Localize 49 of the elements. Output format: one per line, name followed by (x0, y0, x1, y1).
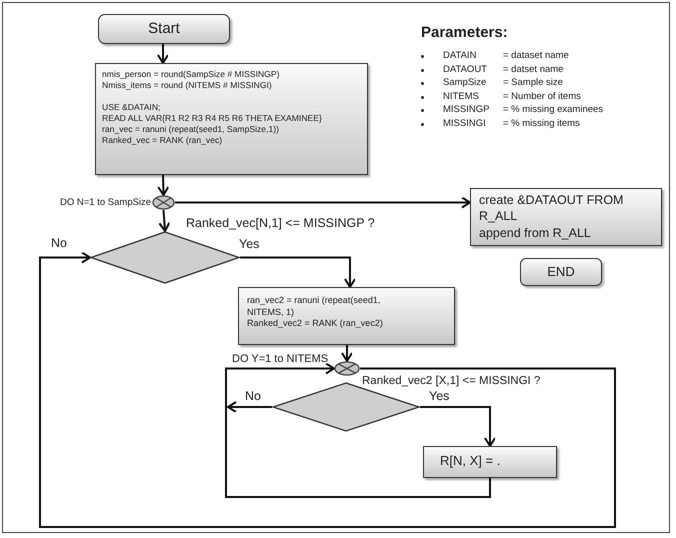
edge-label: Yes (238, 237, 260, 251)
arrow (225, 362, 491, 498)
terminal-box (520, 258, 602, 286)
box-text: END (546, 264, 576, 281)
box-text: Start (147, 19, 181, 38)
arrow (175, 196, 471, 208)
parameter-description: = dataset name (503, 50, 569, 61)
parameter-description: = % missing examinees (503, 104, 604, 116)
parameter-name: SampSize (443, 77, 486, 88)
arrow (39, 252, 616, 528)
box-text: USE &DATAIN; (102, 102, 162, 113)
parameter-name: NITEMS (443, 90, 479, 102)
parameter-description: = datset name (503, 64, 564, 75)
box-text: Ranked_vec = RANK (ran_vec) (102, 135, 224, 146)
loop-label: DO N=1 to SampSize (60, 197, 152, 208)
box-text: R[N, X] = . (440, 453, 502, 470)
condition-label: Ranked_vec2 [X,1] <= MISSINGI ? (362, 375, 540, 387)
box-text: ran_vec2 = ranuni (repeat(seed1, NITEMS, 1) (247, 295, 382, 318)
process-box (470, 188, 662, 246)
arrow (240, 256, 356, 288)
parameter-name: MISSINGP (443, 104, 490, 116)
arrow (341, 345, 353, 362)
arrow (157, 44, 169, 64)
parameter-name: DATAOUT (443, 64, 487, 75)
process-box (238, 287, 455, 345)
parameter-description: = Number of items (503, 90, 581, 102)
process-box (95, 63, 368, 175)
edge-label: No (244, 389, 262, 403)
parameter-description: = Sample size (503, 77, 563, 88)
arrow (227, 401, 272, 413)
edge-label: Yes (428, 389, 450, 403)
parameters-heading: Parameters: (421, 24, 508, 41)
box-text: nmis_person = round(SampSize # MISSINGP) (102, 69, 280, 80)
arrow (420, 406, 496, 447)
box-text: Nmiss_items = round (NITEMS # MISSINGI) (102, 80, 273, 92)
parameter-description: = % missing items (503, 118, 580, 129)
box-text: append from R_ALL (479, 224, 592, 241)
terminal-box (98, 14, 230, 44)
arrow (157, 174, 170, 196)
parameter-name: MISSINGI (443, 118, 486, 129)
arrow (158, 210, 170, 232)
edge-label: No (50, 236, 68, 250)
box-text: READ ALL VAR{R1 R2 R3 R4 R5 R6 THETA EXAMINEE} (102, 112, 323, 124)
box-text: Ranked_vec2 = RANK (ran_vec2) (247, 318, 384, 330)
process-box (423, 446, 557, 478)
loop-label: DO Y=1 to NITEMS (232, 353, 328, 365)
box-text: ran_vec = ranuni (repeat(seed1, SampSize,1)) (102, 124, 280, 136)
parameter-name: DATAIN (443, 50, 476, 61)
condition-label: Ranked_vec[N,1] <= MISSINGP ? (186, 216, 375, 230)
